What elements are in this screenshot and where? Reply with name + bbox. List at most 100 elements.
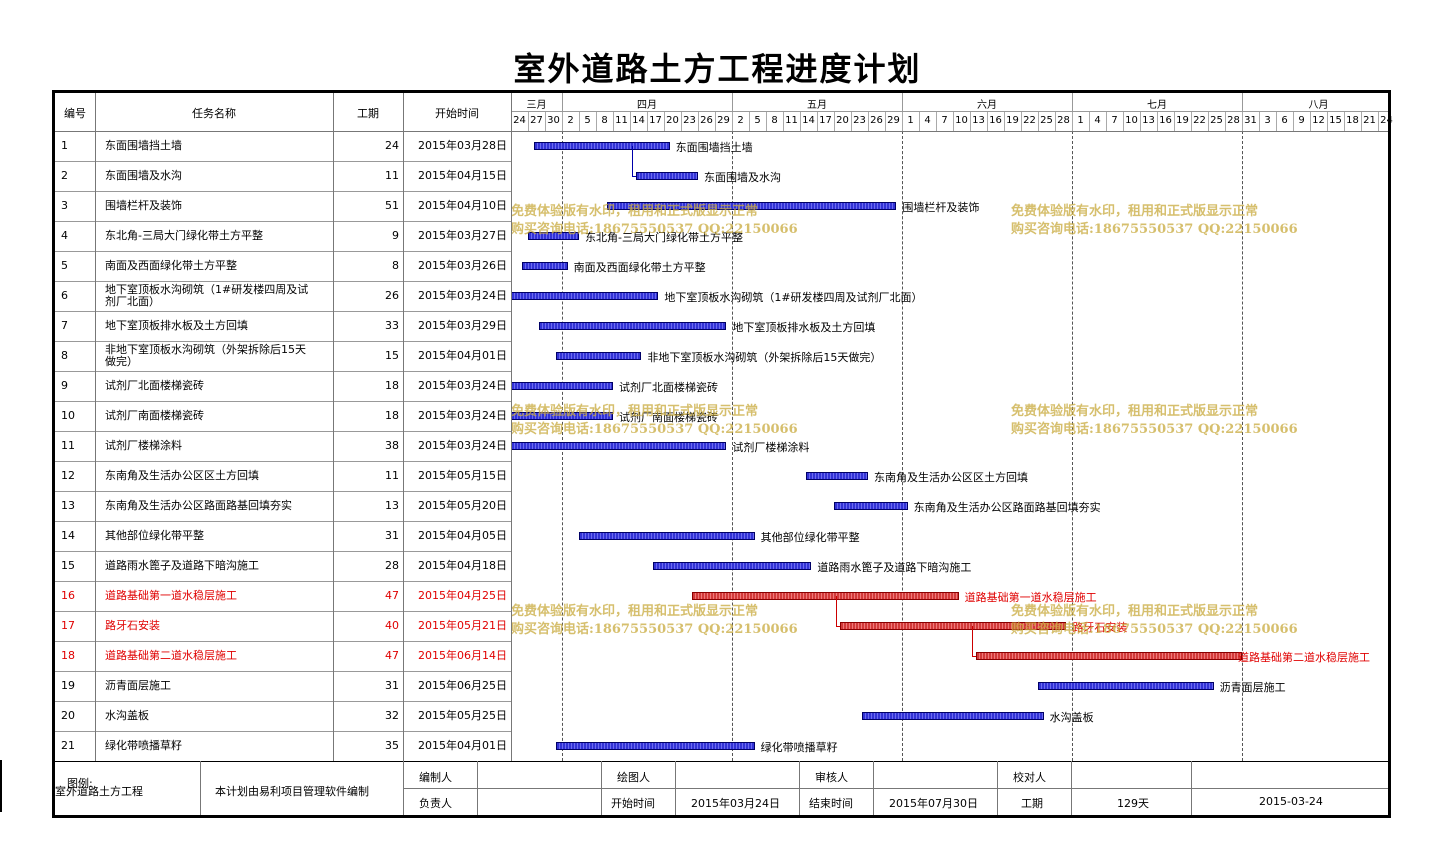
task-id: 8 [61,349,68,362]
column-divider [95,93,96,761]
day-tick [1293,112,1294,131]
gantt-bar[interactable] [528,232,579,240]
gantt-bar[interactable] [805,472,868,480]
day-tick-label: 8 [601,115,608,126]
gantt-bar-label: 非地下室顶板水沟砌筑（外架拆除后15天做完） [647,351,882,364]
day-tick [1157,112,1158,131]
footer-duration-label: 工期 [1021,797,1043,810]
day-tick [953,112,954,131]
task-name: 围墙栏杆及装饰 [105,199,182,212]
task-name: 道路基础第二道水稳层施工 [105,649,237,662]
month-tick [902,93,903,111]
column-divider [511,93,512,761]
day-tick-label: 24 [513,115,526,126]
gantt-bar[interactable] [533,142,670,150]
day-tick-label: 23 [683,115,696,126]
day-tick-label: 18 [1346,115,1359,126]
task-start: 2015年03月24日 [418,409,507,422]
footer-divider [477,761,478,815]
day-tick-label: 19 [1176,115,1189,126]
gantt-bar[interactable] [511,442,727,450]
gantt-bar[interactable] [579,532,755,540]
day-tick-label: 3 [1264,115,1271,126]
month-tick [1072,93,1073,111]
month-gridline [902,131,903,761]
gantt-bar[interactable] [862,712,1044,720]
day-tick-label: 7 [941,115,948,126]
day-tick-label: 1 [1077,115,1084,126]
day-tick [749,112,750,131]
gantt-bar[interactable] [607,202,897,210]
month-tick [562,93,563,111]
gantt-bar[interactable] [1038,682,1214,690]
watermark: 免费体验版有水印，租用和正式版显示正常购买咨询电话:18675550537 QQ… [511,604,798,637]
task-start: 2015年04月15日 [418,169,507,182]
day-tick-label: 29 [717,115,730,126]
day-tick-label: 4 [924,115,931,126]
day-tick-label: 2 [737,115,744,126]
col-header-start: 开始时间 [435,107,479,120]
gantt-bar-label: 围墙栏杆及装饰 [902,201,980,214]
gantt-bar[interactable] [539,322,727,330]
gantt-bar[interactable] [692,592,959,600]
footer-mid-divider [403,788,1388,789]
gantt-bar[interactable] [834,502,908,510]
day-tick-label: 5 [754,115,761,126]
row-divider [55,491,511,492]
row-divider [55,641,511,642]
month-tick [732,93,733,111]
task-duration: 40 [385,619,399,632]
dependency-line [971,626,973,656]
gantt-bar[interactable] [839,622,1067,630]
footer-divider [873,761,874,815]
gantt-bar[interactable] [556,742,755,750]
gantt-bar[interactable] [652,562,812,570]
day-tick [834,112,835,131]
gantt-bar[interactable] [975,652,1242,660]
day-tick-label: 30 [547,115,560,126]
gantt-bar[interactable] [522,262,568,270]
day-tick [698,112,699,131]
day-tick-label: 24 [1380,115,1393,126]
gantt-bar[interactable] [511,292,659,300]
task-id: 4 [61,229,68,242]
day-tick-label: 15 [1329,115,1342,126]
row-divider [55,311,511,312]
gantt-bar[interactable] [556,352,642,360]
day-tick [579,112,580,131]
day-tick [766,112,767,131]
task-id: 14 [61,529,75,542]
row-divider [55,341,511,342]
gantt-bar-label: 绿化带喷播草籽 [760,741,838,754]
task-name: 其他部位绿化带平整 [105,529,204,542]
day-tick [630,112,631,131]
gantt-bar[interactable] [635,172,698,180]
row-divider [55,551,511,552]
task-name: 东面围墙及水沟 [105,169,182,182]
footer-divider [403,761,404,815]
gantt-bar[interactable] [511,382,613,390]
day-tick-label: 9 [1298,115,1305,126]
task-id: 1 [61,139,68,152]
